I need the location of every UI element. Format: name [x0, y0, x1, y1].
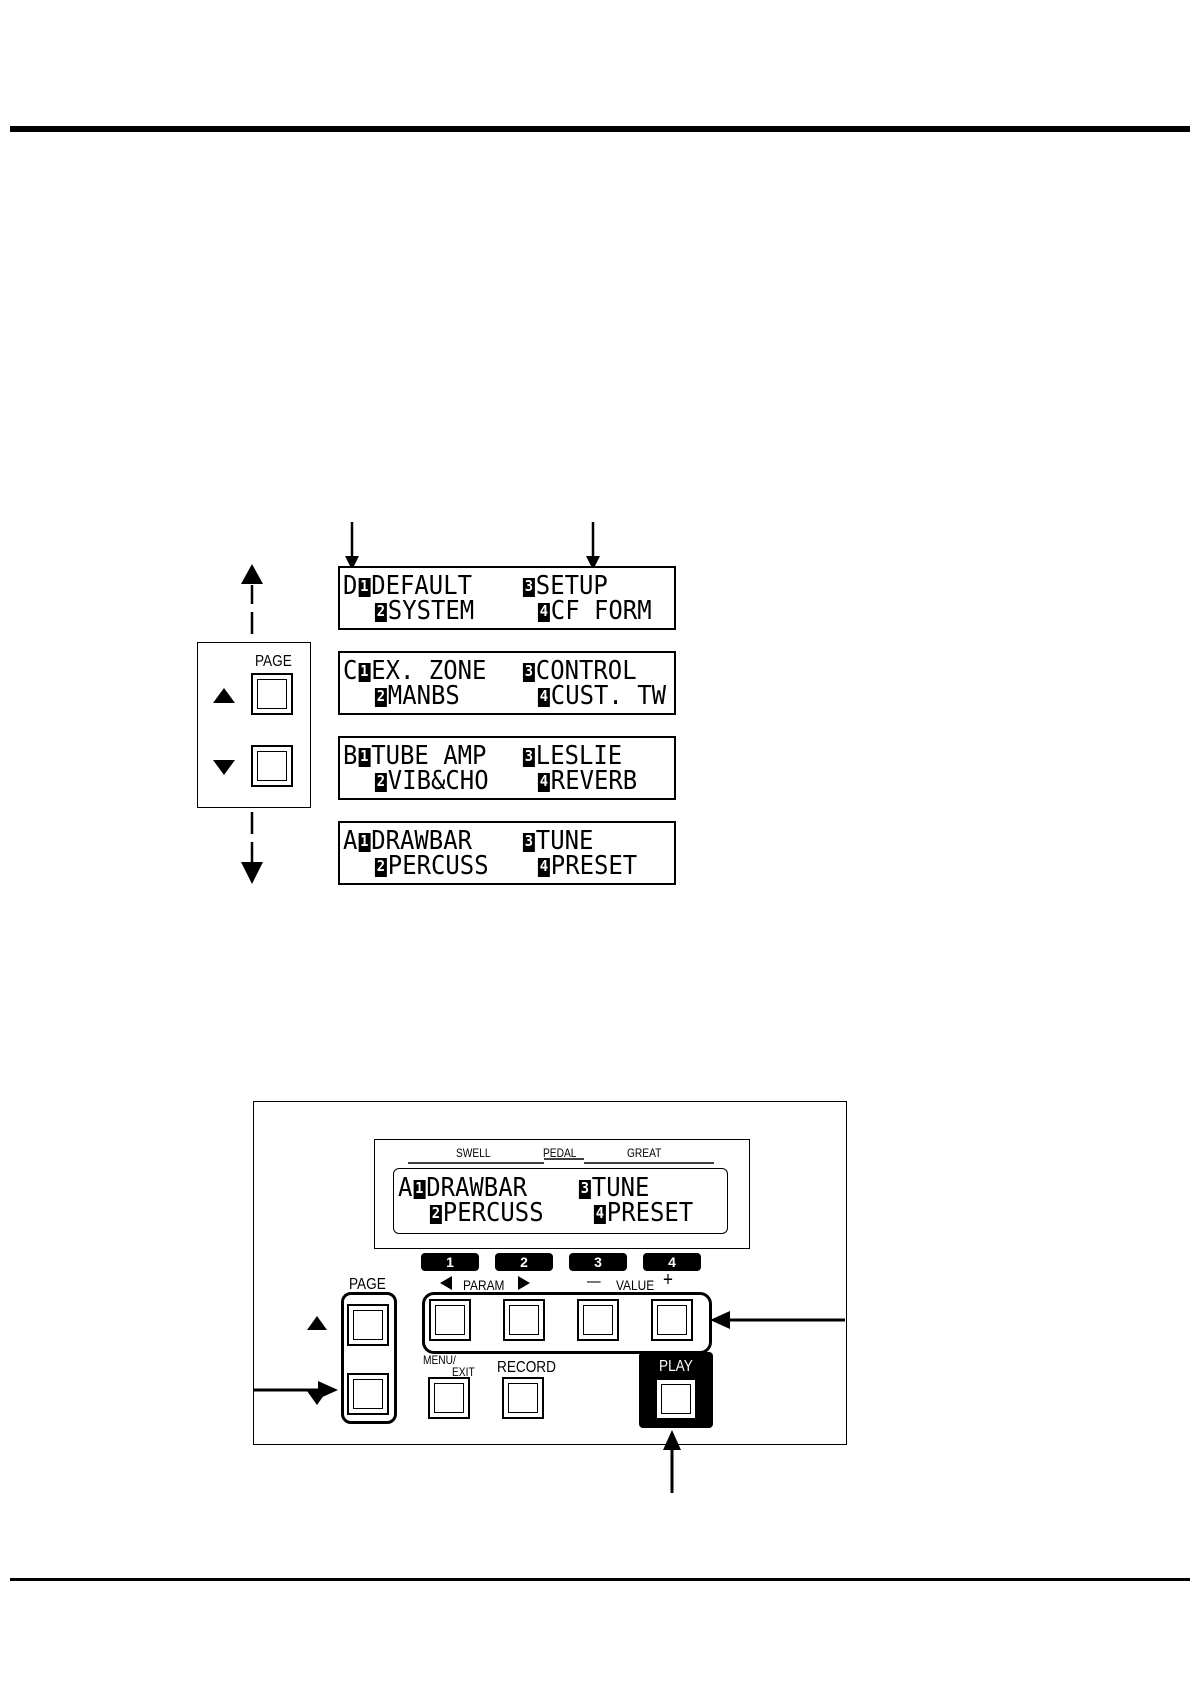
menu-item-4: REVERB: [551, 766, 637, 796]
param-right-icon: [518, 1276, 530, 1290]
menu-item-4: PRESET: [551, 851, 637, 881]
menu-item-2: MANBS: [388, 681, 460, 711]
bank-letter: C: [343, 656, 357, 686]
bank-letter: A: [343, 826, 357, 856]
bank-letter: B: [343, 741, 357, 771]
menu-item-2: PERCUSS: [388, 851, 489, 881]
triangle-down-icon: [213, 760, 235, 776]
menu-item-4: CF FORM: [551, 596, 652, 626]
number-key-3: 3: [569, 1253, 627, 1271]
bank-letter: A: [398, 1173, 412, 1203]
menu-item-2: PERCUSS: [443, 1198, 544, 1228]
triangle-up-icon: [213, 688, 235, 704]
manual-underlines: [374, 1139, 748, 1169]
number-key-2: 2: [495, 1253, 553, 1271]
page-nav-label: PAGE: [255, 654, 292, 670]
menu-item-2: VIB&CHO: [388, 766, 489, 796]
value-minus-label: —: [587, 1274, 601, 1290]
bank-letter: D: [343, 571, 357, 601]
figure2-arrows: [0, 1290, 1190, 1500]
param-left-icon: [440, 1276, 452, 1290]
menu-item-2: SYSTEM: [388, 596, 474, 626]
menu-item-4: CUST. TW: [551, 681, 666, 711]
value-plus-label: +: [663, 1272, 673, 1288]
number-key-1: 1: [421, 1253, 479, 1271]
bottom-rule: [10, 1578, 1190, 1581]
menu-item-4: PRESET: [607, 1198, 693, 1228]
page-down-button[interactable]: [251, 745, 293, 787]
page-up-button[interactable]: [251, 673, 293, 715]
